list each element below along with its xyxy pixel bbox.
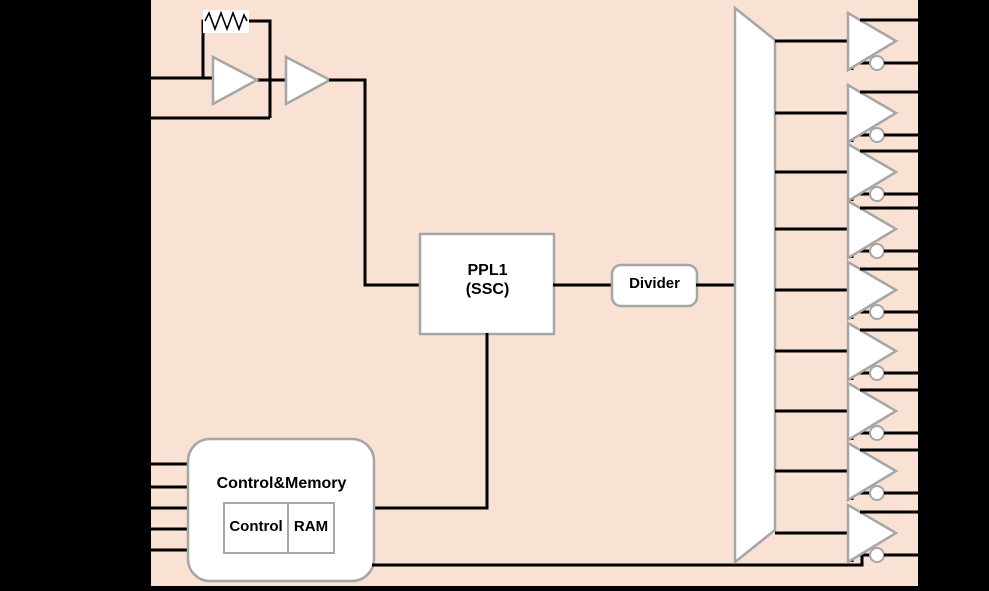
buffer-9-amp-icon [846, 502, 899, 565]
net-pll-to-control [372, 333, 489, 510]
feedback-right-leg [247, 19, 272, 118]
oscillator-amp-icon [211, 54, 260, 107]
net-amp-to-pll [329, 78, 423, 287]
output-buffer-5[interactable] [846, 259, 918, 322]
buffer-5-inversion-bubble-icon [869, 304, 885, 320]
buffer-2-inversion-bubble-icon [869, 127, 885, 143]
buffer-1-amp-icon [846, 10, 899, 73]
buffer-8-inversion-bubble-icon [869, 485, 885, 501]
output-buffer-8[interactable] [846, 440, 918, 503]
output-buffer-2[interactable] [846, 82, 918, 145]
output-buffer-4[interactable] [846, 198, 918, 261]
resistor-zigzag-icon [204, 10, 248, 32]
buffer-8-amp-icon [846, 440, 899, 503]
output-buffer-array [846, 10, 918, 565]
buffer-6-amp-icon [846, 320, 899, 383]
feedback-resistor [203, 10, 249, 33]
buffer-3-amp-icon [846, 141, 899, 204]
buffer-4-amp-icon [846, 198, 899, 261]
ram-subblock[interactable] [287, 502, 335, 554]
buffer-4-inversion-bubble-icon [869, 243, 885, 259]
output-buffer-9[interactable] [846, 502, 918, 565]
buffer-5-amp-icon [846, 259, 899, 322]
output-buffer-1[interactable] [846, 10, 918, 73]
buffer-3-inversion-bubble-icon [869, 186, 885, 202]
output-buffer-3[interactable] [846, 141, 918, 204]
buffer-7-amp-icon [846, 380, 899, 443]
output-buffer-6[interactable] [846, 320, 918, 383]
buffer-2-amp-icon [846, 82, 899, 145]
buffer-7-inversion-bubble-icon [869, 425, 885, 441]
oscillator-pins-group [151, 76, 270, 120]
pll-block[interactable] [418, 232, 556, 336]
buffer-6-inversion-bubble-icon [869, 365, 885, 381]
output-buffer-7[interactable] [846, 380, 918, 443]
divider-block[interactable] [610, 263, 699, 308]
clock-buffer-amp-icon [284, 54, 333, 107]
output-mux-block[interactable] [733, 5, 777, 565]
buffer-1-inversion-bubble-icon [869, 55, 885, 71]
control-subblock[interactable] [223, 502, 289, 554]
buffer-9-inversion-bubble-icon [869, 547, 885, 563]
mux-output-taps-group [775, 39, 850, 535]
